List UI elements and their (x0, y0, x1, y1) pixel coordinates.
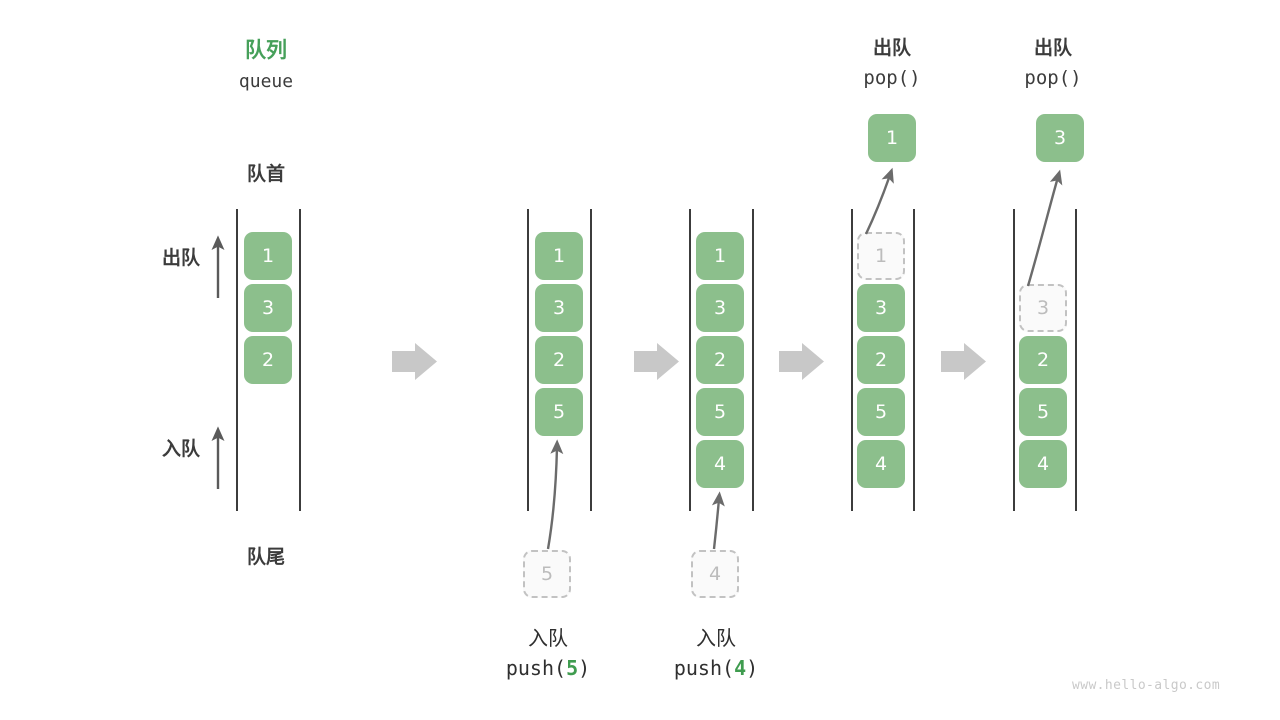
push5-argument: 5 (566, 656, 579, 680)
push4-argument: 4 (734, 656, 747, 680)
queue-cell: 5 (857, 388, 905, 436)
push5-insert-arrow-icon (546, 439, 564, 550)
diagram-title-cn: 队列 (245, 38, 287, 62)
queue-cell: 1 (696, 232, 744, 280)
diagram-title-en: queue (238, 71, 294, 92)
pop1-header-call: pop() (863, 67, 921, 89)
queue-cell: 3 (696, 284, 744, 332)
push5-caption-cn: 入队 (528, 626, 568, 650)
queue-rail-right-1 (299, 209, 301, 511)
queue-cell: 1 (535, 232, 583, 280)
queue-cell: 5 (1019, 388, 1067, 436)
queue-rail-left-3 (689, 209, 691, 511)
queue-rail-left-5 (1013, 209, 1015, 511)
push5-caption-call: push(5) (505, 656, 591, 680)
queue-rail-right-5 (1075, 209, 1077, 511)
queue-rear-label: 队尾 (246, 546, 285, 568)
queue-cell-new: 4 (696, 440, 744, 488)
queue-cell-removed: 1 (857, 232, 905, 280)
transition-arrow-right-icon (634, 343, 679, 380)
queue-cell-new: 5 (535, 388, 583, 436)
pop3-extract-arrow-icon (1026, 169, 1063, 287)
push4-caption-call: push(4) (673, 656, 759, 680)
incoming-element-ghost: 4 (691, 550, 739, 598)
queue-rail-left-2 (527, 209, 529, 511)
dequeue-direction-label: 出队 (161, 247, 200, 269)
transition-arrow-right-icon (392, 343, 437, 380)
transition-arrow-right-icon (779, 343, 824, 380)
pop3-header-cn: 出队 (1033, 37, 1072, 59)
queue-cell: 4 (857, 440, 905, 488)
push4-insert-arrow-icon (711, 491, 725, 550)
queue-cell: 5 (696, 388, 744, 436)
queue-rail-left-1 (236, 209, 238, 511)
queue-cell: 3 (535, 284, 583, 332)
queue-rail-right-2 (590, 209, 592, 511)
pop3-header-call: pop() (1024, 67, 1082, 89)
pop1-header-cn: 出队 (872, 37, 911, 59)
incoming-element-ghost: 5 (523, 550, 571, 598)
popped-element: 1 (868, 114, 916, 162)
transition-arrow-right-icon (941, 343, 986, 380)
queue-cell: 2 (696, 336, 744, 384)
queue-front-label: 队首 (246, 163, 285, 185)
queue-cell: 3 (244, 284, 292, 332)
queue-cell-removed: 3 (1019, 284, 1067, 332)
queue-cell: 1 (244, 232, 292, 280)
queue-cell: 2 (1019, 336, 1067, 384)
queue-cell: 2 (535, 336, 583, 384)
push4-caption-cn: 入队 (696, 626, 736, 650)
queue-rail-left-4 (851, 209, 853, 511)
queue-cell: 2 (244, 336, 292, 384)
queue-rail-right-3 (752, 209, 754, 511)
queue-cell: 3 (857, 284, 905, 332)
watermark: www.hello-algo.com (1072, 678, 1221, 693)
popped-element: 3 (1036, 114, 1084, 162)
enqueue-direction-label: 入队 (161, 438, 200, 460)
queue-cell: 2 (857, 336, 905, 384)
queue-cell: 4 (1019, 440, 1067, 488)
queue-rail-right-4 (913, 209, 915, 511)
pop1-extract-arrow-icon (864, 167, 894, 235)
